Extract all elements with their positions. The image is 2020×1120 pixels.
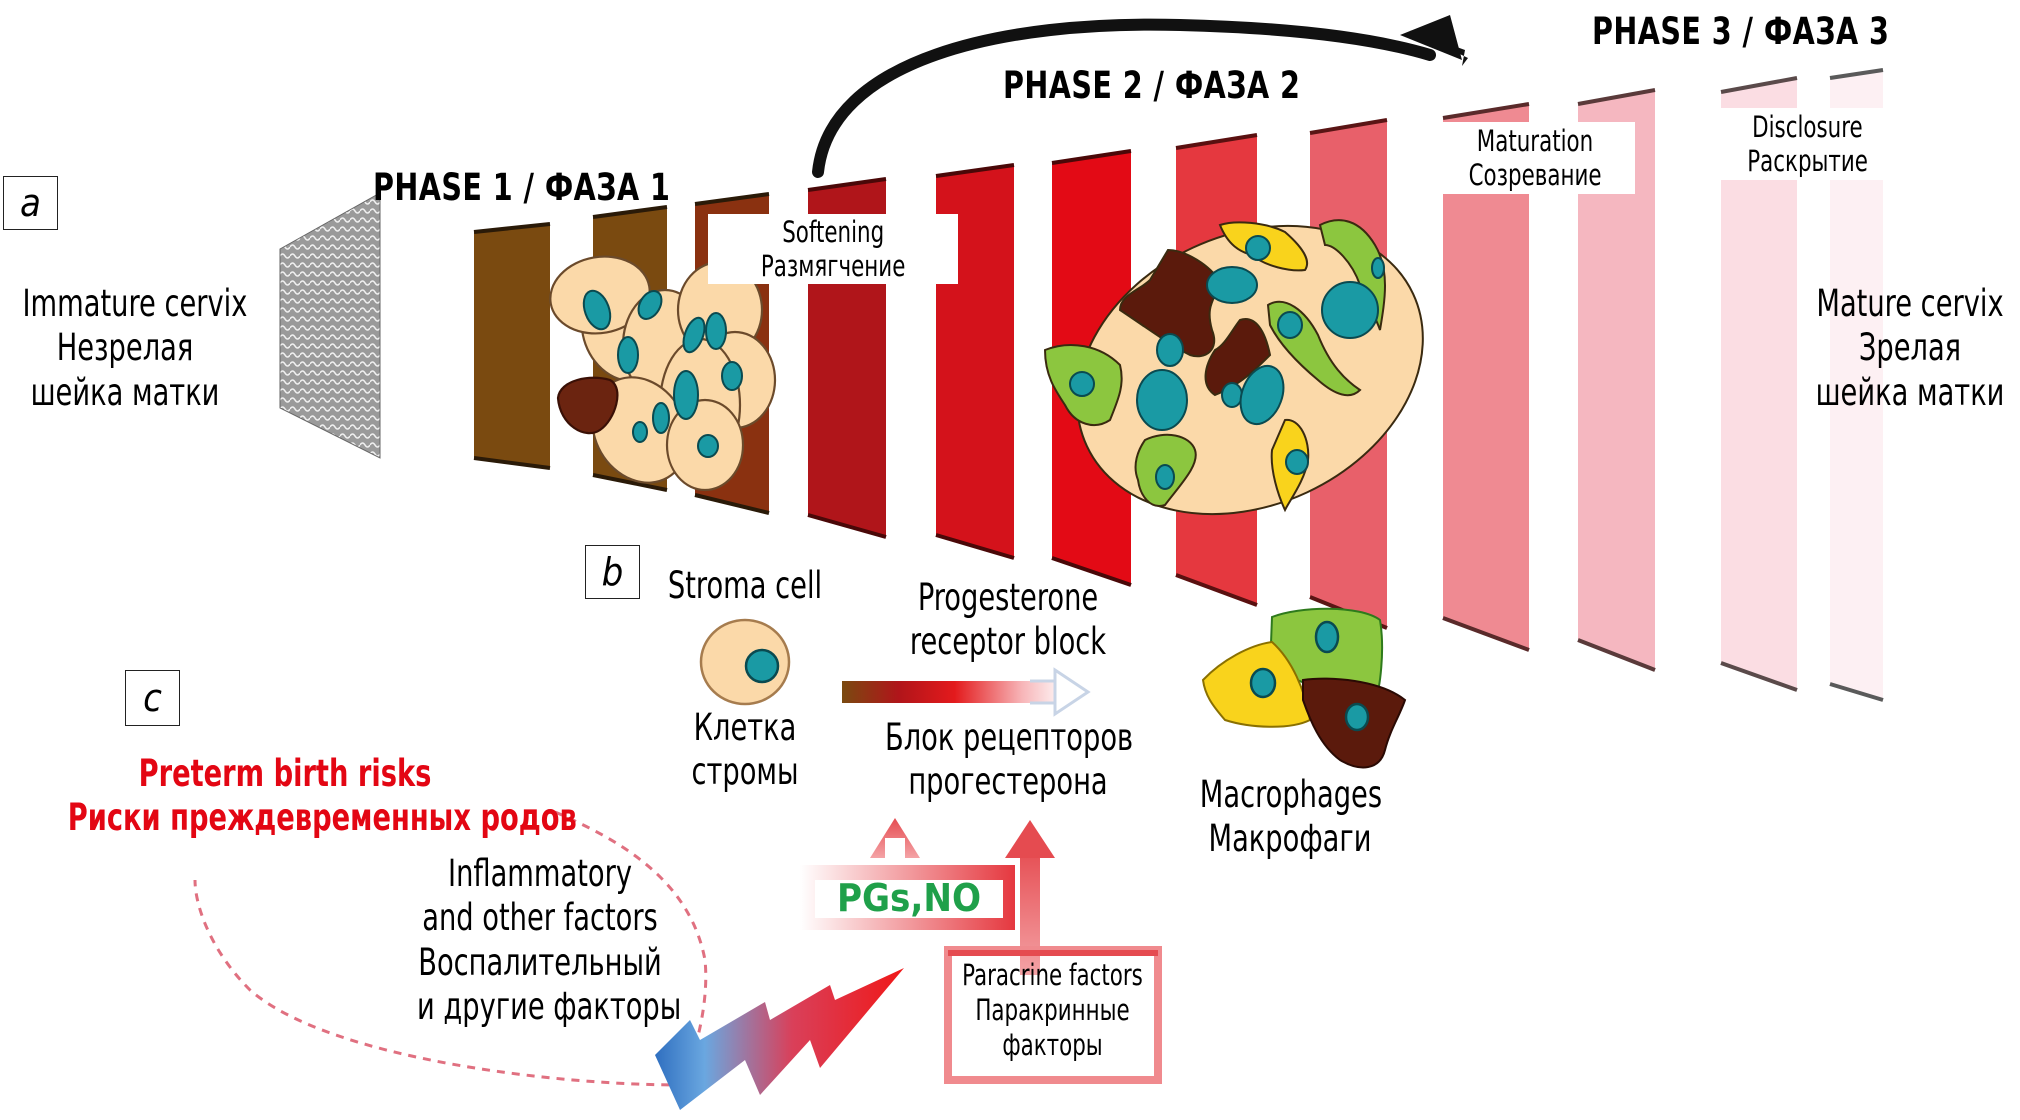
cervix-bar-bottom-edge <box>1442 616 1530 652</box>
cervix-bar-bottom-edge <box>1051 556 1132 587</box>
cervix-bar-9 <box>1443 104 1529 650</box>
stroma-cell-en: Stroma cell <box>645 564 845 608</box>
inflammatory-4: и другие факторы <box>417 985 682 1029</box>
stroma-en-text: Stroma cell <box>667 564 823 607</box>
cervix-bar-bottom-edge <box>1720 661 1798 692</box>
cervix-bar-bottom-edge <box>1577 638 1656 672</box>
lightning-bolt-icon <box>655 968 904 1110</box>
phase2-macrophage-cluster <box>1043 219 1424 516</box>
cervix-bar-bottom-edge <box>1175 573 1258 607</box>
phase-1-title: PHASE 1 / ФАЗА 1 <box>373 166 671 209</box>
stroma-cell-icon <box>699 618 791 706</box>
cervix-bar-1 <box>474 224 550 468</box>
phase-2-title: PHASE 2 / ФАЗА 2 <box>1003 64 1301 107</box>
progesterone-en-1: Progesterone <box>917 576 1099 619</box>
maturation-ru: Созревание <box>1468 158 1602 192</box>
cervix-bar-top-edge <box>935 163 1015 178</box>
stroma-cell-ru: Клетка стромы <box>645 706 845 795</box>
cervix-bar-top-edge <box>807 177 887 192</box>
paracrine-3: факторы <box>1002 1027 1103 1062</box>
paracrine-2: Паракринные <box>975 992 1130 1027</box>
progesterone-receptor-block-arrow <box>842 667 1091 717</box>
panel-c-label: c <box>125 670 180 726</box>
panel-b-label: b <box>585 545 640 599</box>
cervix-bar-10 <box>1578 90 1655 670</box>
panel-a-label: a <box>3 176 58 230</box>
cervix-bar-bottom-edge <box>694 493 770 515</box>
inflammatory-1: Inflammatory <box>448 852 632 895</box>
phase-3-title: PHASE 3 / ФАЗА 3 <box>1592 10 1890 53</box>
phase-transition-arrow <box>812 18 1436 178</box>
cervix-bar-top-edge <box>1720 76 1798 94</box>
maturation-en: Maturation <box>1476 124 1594 158</box>
softening-ru: Размягчение <box>760 249 906 283</box>
paracrine-factors-label: Paracrine factors Паракринные факторы <box>940 958 1165 1062</box>
phase1-stroma-cluster <box>549 255 777 492</box>
progesterone-label-ru: Блок рецепторов прогестерона <box>858 716 1158 805</box>
cervix-bar-top-edge <box>1442 102 1530 120</box>
disclosure-en: Disclosure <box>1752 110 1863 144</box>
stage-maturation: Maturation Созревание <box>1435 122 1635 194</box>
pgs-no-label: PGs,NO <box>836 876 982 920</box>
paracrine-1: Paracrine factors <box>962 958 1143 992</box>
progesterone-ru-1: Блок рецепторов <box>885 716 1134 759</box>
progesterone-ru-2: прогестерона <box>908 760 1108 804</box>
immature-cervix-en: Immature cervix <box>22 282 248 325</box>
immature-cervix-ru-1: Незрелая <box>56 326 194 370</box>
risk-loop-dashed <box>193 810 708 1087</box>
cervix-bar-12 <box>1830 70 1883 700</box>
progesterone-en-2: receptor block <box>909 620 1107 664</box>
cervix-bar-bottom-edge <box>807 513 887 539</box>
cervix-bar-bottom-edge <box>473 456 551 470</box>
preterm-risks-en: Preterm birth risks <box>138 752 432 795</box>
cervix-bar-top-edge <box>694 192 770 206</box>
stage-disclosure: Disclosure Раскрытие <box>1720 108 1895 180</box>
panel-c-letter: c <box>143 676 162 720</box>
immature-cervix-mesh <box>279 192 381 459</box>
cervix-bar-top-edge <box>1051 149 1132 165</box>
pgs-no-box <box>800 818 1015 930</box>
cervix-bar-11 <box>1721 78 1797 690</box>
inflammatory-3: Воспалительный <box>418 940 662 984</box>
macrophages-ru: Макрофаги <box>1208 817 1372 861</box>
mature-cervix-ru-2: шейка матки <box>1815 370 2005 414</box>
stroma-ru-1: Клетка <box>693 706 797 749</box>
stage-softening: Softening Размягчение <box>708 214 958 284</box>
inflammatory-2: and other factors <box>422 896 658 940</box>
macrophages-icon <box>1201 607 1407 769</box>
softening-en: Softening <box>782 215 884 249</box>
immature-cervix-label: Immature cervix Незрелая шейка матки <box>0 282 250 415</box>
cervix-bar-top-edge <box>1577 88 1656 106</box>
cervix-bar-top-edge <box>1309 118 1388 135</box>
cervix-bar-top-edge <box>1175 133 1258 150</box>
cervix-bar-top-edge <box>592 205 668 219</box>
mature-cervix-label: Mature cervix Зрелая шейка матки <box>1790 282 2020 415</box>
disclosure-ru: Раскрытие <box>1747 144 1868 178</box>
cervix-bar-bottom-edge <box>1829 682 1884 702</box>
mature-cervix-ru-1: Зрелая <box>1858 326 1962 370</box>
macrophages-en: Macrophages <box>1199 773 1383 816</box>
preterm-risks-ru: Риски преждевременных родов <box>67 796 577 840</box>
cervix-bar-bottom-edge <box>592 473 668 492</box>
cervix-bar-top-edge <box>473 222 551 234</box>
inflammatory-factors-label: Inflammatory and other factors Воспалите… <box>390 852 690 1030</box>
stroma-ru-2: стромы <box>691 750 799 794</box>
preterm-risks-label: Preterm birth risks Риски преждевременны… <box>20 752 577 841</box>
immature-cervix-ru-2: шейка матки <box>30 370 220 414</box>
arrow-head-fill <box>1400 15 1462 60</box>
panel-b-letter: b <box>601 550 624 594</box>
panel-a-letter: a <box>20 181 41 225</box>
macrophages-label: Macrophages Макрофаги <box>1180 773 1400 862</box>
progesterone-label-en: Progesterone receptor block <box>858 576 1158 665</box>
cervix-bar-bottom-edge <box>935 533 1015 560</box>
mature-cervix-en: Mature cervix <box>1816 282 2004 325</box>
cervix-bar-top-edge <box>1829 68 1884 80</box>
paracrine-arrow <box>944 820 1162 1084</box>
